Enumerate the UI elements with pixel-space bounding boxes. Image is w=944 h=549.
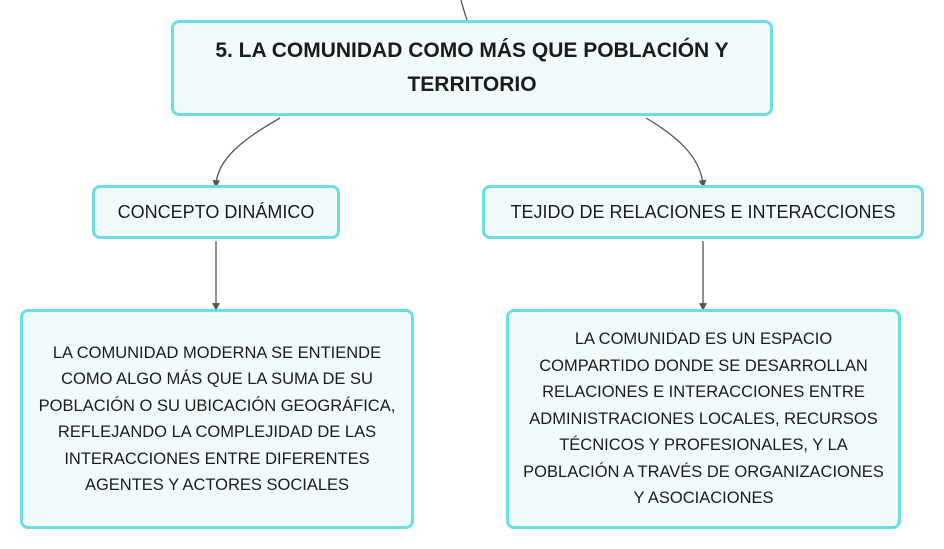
detail-node-tejido-relaciones[interactable]: LA COMUNIDAD ES UN ESPACIO COMPARTIDO DO…: [506, 309, 901, 529]
main-topic-node[interactable]: 5. LA COMUNIDAD COMO MÁS QUE POBLACIÓN Y…: [171, 20, 773, 116]
branch-label-tejido-relaciones: TEJIDO DE RELACIONES E INTERACCIONES: [510, 202, 896, 222]
main-topic-label: 5. LA COMUNIDAD COMO MÁS QUE POBLACIÓN Y…: [215, 39, 729, 96]
connector-parent-to-main: [460, 0, 468, 21]
detail-node-concepto-dinamico[interactable]: LA COMUNIDAD MODERNA SE ENTIENDE COMO AL…: [20, 309, 414, 529]
detail-text-concepto-dinamico: LA COMUNIDAD MODERNA SE ENTIENDE COMO AL…: [38, 343, 396, 495]
branch-node-concepto-dinamico[interactable]: CONCEPTO DINÁMICO: [92, 185, 340, 239]
branch-node-tejido-relaciones[interactable]: TEJIDO DE RELACIONES E INTERACCIONES: [482, 185, 924, 239]
detail-text-tejido-relaciones: LA COMUNIDAD ES UN ESPACIO COMPARTIDO DO…: [523, 330, 884, 508]
branch-label-concepto-dinamico: CONCEPTO DINÁMICO: [117, 202, 315, 222]
connector-main-to-left-branch: [212, 117, 281, 188]
connector-main-to-right-branch: [645, 117, 707, 188]
